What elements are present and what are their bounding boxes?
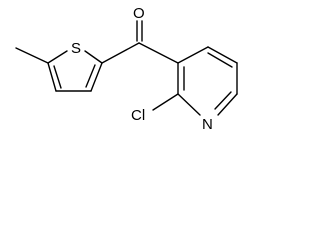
bond-pyridine-c6-n-inner xyxy=(214,91,232,110)
atom-label-oxygen: O xyxy=(133,5,145,22)
bond-pyridine-c6-n xyxy=(217,93,238,116)
bond-thiophene-c5-c4-inner xyxy=(53,65,62,89)
bond-pyridine-c3-c4 xyxy=(177,46,209,64)
bond-carbonyl-to-pyridine xyxy=(138,42,179,64)
pyridine-ring xyxy=(177,46,238,116)
bond-thiophene-c3-c2-inner xyxy=(85,64,96,88)
bond-thiophene-c5-c4 xyxy=(47,62,57,92)
bond-pyridine-n-c2 xyxy=(177,93,201,116)
bond-thiophene-c3-c2 xyxy=(90,62,103,92)
atom-label-nitrogen: N xyxy=(202,116,213,133)
chemical-structure-diagram: O S N Cl xyxy=(15,5,238,133)
carbonyl-group xyxy=(136,20,143,42)
bond-thiophene-s-c5 xyxy=(47,50,68,64)
bond-pyridine-c4-c5-inner xyxy=(207,52,233,68)
bond-carbonyl-to-thiophene xyxy=(101,42,140,64)
atom-label-sulfur: S xyxy=(71,40,81,57)
atom-label-chlorine: Cl xyxy=(131,107,145,124)
bond-pyridine-c4-c5 xyxy=(207,46,238,64)
bond-chloro xyxy=(152,93,179,111)
thiophene-ring xyxy=(47,50,103,92)
bond-methyl xyxy=(15,47,49,64)
bond-thiophene-c2-s xyxy=(84,50,103,64)
